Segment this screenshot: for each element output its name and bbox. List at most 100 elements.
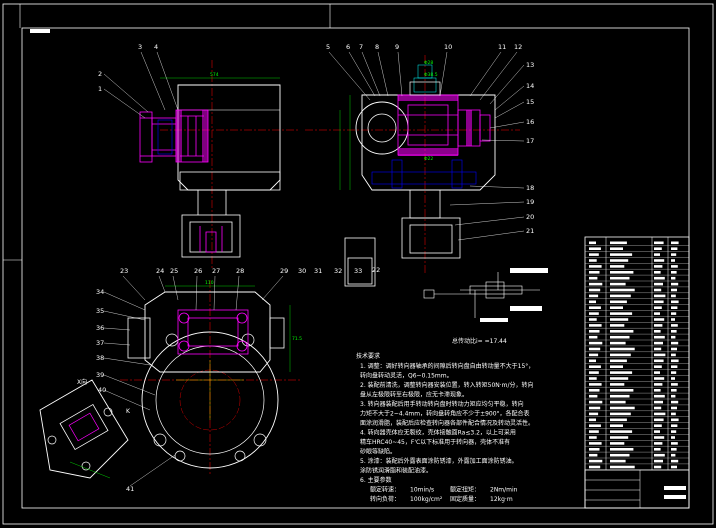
notes-line: 涂防锈润滑脂和装配油漆。 [360,467,432,475]
parts-cell-text [610,335,630,339]
parts-cell-text [671,359,679,363]
parts-cell-text [589,335,598,339]
parts-cell-text [589,359,596,363]
dim-front-width: 574 [210,72,219,78]
callout-31: 31 [314,267,322,275]
parts-cell-text [654,453,665,457]
dim-side-d1: Φ28 [424,60,433,66]
callout-18: 18 [526,184,534,192]
callout-11: 11 [498,43,506,51]
parts-cell-text [589,294,599,298]
parts-cell-text [671,465,677,469]
worm-inner [367,113,397,143]
dim-plan-top: 110 [205,280,214,286]
callout-35: 35 [96,307,104,315]
parts-cell-text [589,465,601,469]
notes-param: 固定质量： [450,495,480,503]
callout-32: 32 [334,267,342,275]
plan-housing [144,291,271,373]
callout-6: 6 [346,43,350,51]
parts-cell-text [610,259,629,262]
detail-square-inner [68,412,100,442]
parts-cell-text [671,406,677,410]
title-mark [664,486,686,490]
side-callouts: 5 6 7 8 9 10 11 12 13 14 15 16 17 18 19 … [326,43,534,274]
parts-cell-text [610,347,635,351]
notes-line: 5. 涂漆：装配后外露表面涂防锈漆，外露加工面涂防锈油。 [360,457,518,465]
parts-cell-text [610,253,633,256]
parts-cell-text [610,353,631,357]
parts-cell-text [610,306,623,309]
parts-cell-text [610,288,635,292]
technical-notes: 技术要求 1. 调整：调好转向器轴承的间隙后转向盘自由转动量不大于15°， 转向… [356,352,534,503]
gear-bar [510,306,542,311]
parts-cell-text [589,341,603,345]
parts-cell-text [610,324,625,327]
callout-8: 8 [375,43,379,51]
parts-cell-text [610,418,627,422]
parts-cell-text [671,389,677,392]
parts-cell-text [654,282,663,286]
notes-param: 10min/s [410,487,434,494]
parts-cell-text [671,335,676,339]
parts-cell-text [589,406,601,410]
parts-cell-text [654,406,662,410]
detail-square [59,403,109,451]
parts-cell-text [654,265,663,268]
callout-37: 37 [96,339,104,347]
parts-cell-text [610,247,623,250]
callout-25: 25 [170,267,178,275]
callout-3: 3 [138,43,142,51]
parts-cell-text [654,424,662,427]
dim-side-d3: Φ22 [424,156,433,162]
parts-cell-text [589,394,598,398]
parts-cell-text [589,442,602,445]
parts-cell-text [589,418,596,422]
parts-cell-text [671,271,677,274]
parts-cell-text [610,330,634,333]
parts-cell-text [654,341,663,345]
notes-param: 12kg·m [490,496,513,503]
plan-side-port [127,317,151,359]
front-hatch [176,110,208,162]
parts-cell-text [671,288,677,292]
parts-cell-text [589,377,597,380]
parts-cell-text [589,389,600,392]
parts-cell-text [654,312,660,315]
callout-22: 22 [372,266,380,274]
detail-hole [47,435,57,445]
parts-cell-text [589,300,596,304]
parts-cell-text [654,394,665,398]
parts-cell-text [654,324,663,327]
parts-cell-text [610,465,635,469]
plan-hidden-lines [176,360,244,420]
ratio-caption: 总传动比i= =17.44 [452,337,507,345]
parts-cell-text [654,442,663,445]
side-cyan-details [413,64,437,93]
parts-cell-text [671,365,678,368]
parts-cell-text [589,459,603,463]
parts-cell-text [654,247,662,250]
callout-29: 29 [280,267,288,275]
parts-cell-text [610,241,627,245]
parts-cell-text [610,389,634,392]
mount-flange [141,331,279,469]
parts-cell-text [610,383,625,386]
parts-cell-text [654,377,665,380]
parts-cell-text [589,436,597,439]
top-fitting [409,81,441,96]
parts-cell-text [671,247,678,250]
callout-13: 13 [526,61,534,69]
notes-line: 面涂润滑脂，装配后应检查转向器各部件配合情况及转动灵活性。 [360,419,534,427]
gear-body [469,285,523,295]
notes-line: 2. 装配前清洗，调整转向器安装位置，转入转矩50N·m/分，转向 [360,381,534,389]
dim-side-d2: Φ38.5 [424,72,438,78]
title-mark [664,495,686,499]
parts-cell-text [654,294,666,298]
callout-17: 17 [526,137,534,145]
notes-heading: 技术要求 [356,352,380,360]
parts-cell-text [671,294,676,298]
parts-cell-text [671,371,677,374]
